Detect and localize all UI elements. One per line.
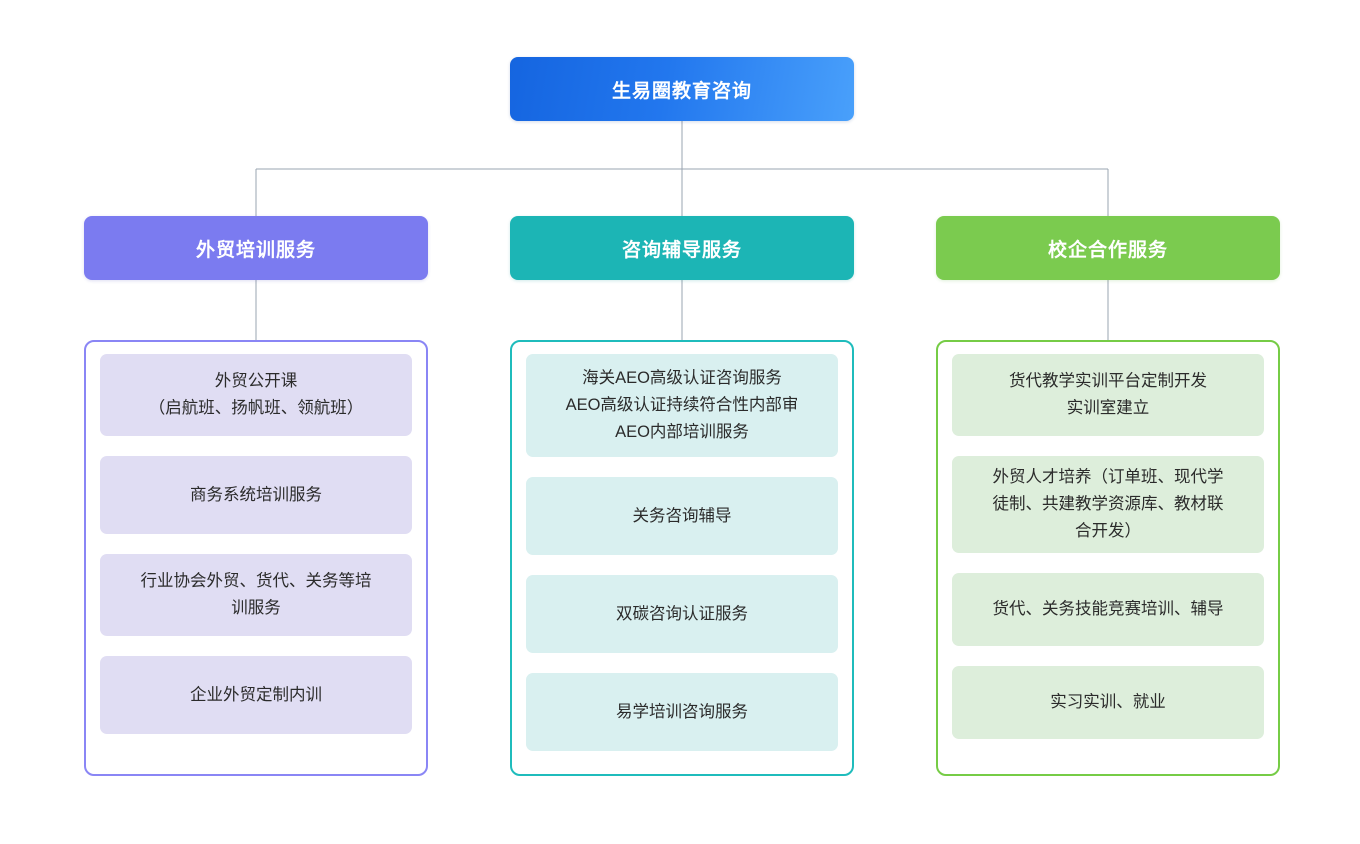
branch-header-label: 外贸培训服务 — [195, 239, 316, 261]
item-card-line: 外贸公开课 — [214, 372, 298, 390]
root-node-label: 生易圈教育咨询 — [611, 80, 752, 102]
item-card-text: 海关AEO高级认证咨询服务 AEO高级认证持续符合性内部审 AEO内部培训服务 — [566, 365, 799, 446]
item-card-text: 双碳咨询认证服务 — [616, 601, 748, 628]
item-card-line: 货代教学实训平台定制开发 — [1009, 372, 1207, 390]
items-panel-foreign-trade-training: 外贸公开课 （启航班、扬帆班、领航班） 商务系统培训服务 行业协会外贸、货代、关… — [84, 340, 428, 776]
item-card-line: 训服务 — [231, 599, 281, 617]
item-card[interactable]: 双碳咨询认证服务 — [526, 575, 838, 653]
item-card-line: 行业协会外贸、货代、关务等培 — [140, 572, 372, 590]
item-card-line: 货代、关务技能竞赛培训、辅导 — [992, 600, 1224, 618]
item-card-line: 外贸人才培养（订单班、现代学 — [992, 468, 1224, 486]
items-panel-consulting-coaching: 海关AEO高级认证咨询服务 AEO高级认证持续符合性内部审 AEO内部培训服务 … — [510, 340, 854, 776]
item-card-line: 实训室建立 — [1066, 399, 1150, 417]
branch-column-school-enterprise-cooperation: 校企合作服务 货代教学实训平台定制开发 实训室建立 外贸人才培养（订单班、现代学… — [936, 216, 1280, 776]
branch-column-consulting-coaching: 咨询辅导服务 海关AEO高级认证咨询服务 AEO高级认证持续符合性内部审 AEO… — [510, 216, 854, 776]
branch-header-label: 咨询辅导服务 — [621, 239, 742, 261]
item-card-text: 货代教学实训平台定制开发 实训室建立 — [1009, 368, 1207, 422]
item-card-text: 外贸公开课 （启航班、扬帆班、领航班） — [149, 368, 364, 422]
item-card-line: 关务咨询辅导 — [632, 506, 732, 525]
item-card-line: 易学培训咨询服务 — [616, 702, 748, 721]
branch-header-foreign-trade-training[interactable]: 外贸培训服务 — [84, 216, 428, 280]
item-card[interactable]: 海关AEO高级认证咨询服务 AEO高级认证持续符合性内部审 AEO内部培训服务 — [526, 354, 838, 457]
item-card-line: 双碳咨询认证服务 — [616, 604, 748, 623]
item-card[interactable]: 外贸公开课 （启航班、扬帆班、领航班） — [100, 354, 412, 436]
item-card-text: 关务咨询辅导 — [633, 503, 732, 530]
item-card[interactable]: 行业协会外贸、货代、关务等培 训服务 — [100, 554, 412, 636]
branch-column-foreign-trade-training: 外贸培训服务 外贸公开课 （启航班、扬帆班、领航班） 商务系统培训服务 行业协会… — [84, 216, 428, 776]
item-card[interactable]: 企业外贸定制内训 — [100, 656, 412, 734]
branch-header-label: 校企合作服务 — [1047, 239, 1168, 261]
item-card-text: 商务系统培训服务 — [190, 482, 322, 509]
item-card-line: 实习实训、就业 — [1050, 693, 1166, 711]
item-card-text: 外贸人才培养（订单班、现代学 徒制、共建教学资源库、教材联 合开发） — [993, 464, 1224, 545]
branch-header-consulting-coaching[interactable]: 咨询辅导服务 — [510, 216, 854, 280]
item-card-line: 合开发） — [1075, 522, 1141, 540]
item-card[interactable]: 货代教学实训平台定制开发 实训室建立 — [952, 354, 1264, 436]
item-card-line: 徒制、共建教学资源库、教材联 — [992, 495, 1224, 513]
item-card-line: 海关AEO高级认证咨询服务 — [582, 369, 782, 387]
item-card[interactable]: 货代、关务技能竞赛培训、辅导 — [952, 573, 1264, 646]
item-card-text: 易学培训咨询服务 — [616, 699, 748, 726]
item-card-line: 商务系统培训服务 — [190, 485, 322, 504]
item-card-text: 货代、关务技能竞赛培训、辅导 — [993, 596, 1224, 623]
item-card[interactable]: 易学培训咨询服务 — [526, 673, 838, 751]
item-card-line: 企业外贸定制内训 — [190, 685, 322, 704]
item-card-line: AEO内部培训服务 — [615, 423, 749, 441]
root-node[interactable]: 生易圈教育咨询 — [510, 57, 854, 121]
item-card-text: 行业协会外贸、货代、关务等培 训服务 — [141, 568, 372, 622]
item-card[interactable]: 商务系统培训服务 — [100, 456, 412, 534]
item-card-line: （启航班、扬帆班、领航班） — [148, 399, 364, 417]
item-card[interactable]: 外贸人才培养（订单班、现代学 徒制、共建教学资源库、教材联 合开发） — [952, 456, 1264, 553]
item-card-text: 实习实训、就业 — [1050, 689, 1166, 716]
item-card-text: 企业外贸定制内训 — [190, 682, 322, 709]
branch-header-school-enterprise-cooperation[interactable]: 校企合作服务 — [936, 216, 1280, 280]
item-card[interactable]: 关务咨询辅导 — [526, 477, 838, 555]
items-panel-school-enterprise-cooperation: 货代教学实训平台定制开发 实训室建立 外贸人才培养（订单班、现代学 徒制、共建教… — [936, 340, 1280, 776]
item-card-line: AEO高级认证持续符合性内部审 — [565, 396, 799, 414]
item-card[interactable]: 实习实训、就业 — [952, 666, 1264, 739]
